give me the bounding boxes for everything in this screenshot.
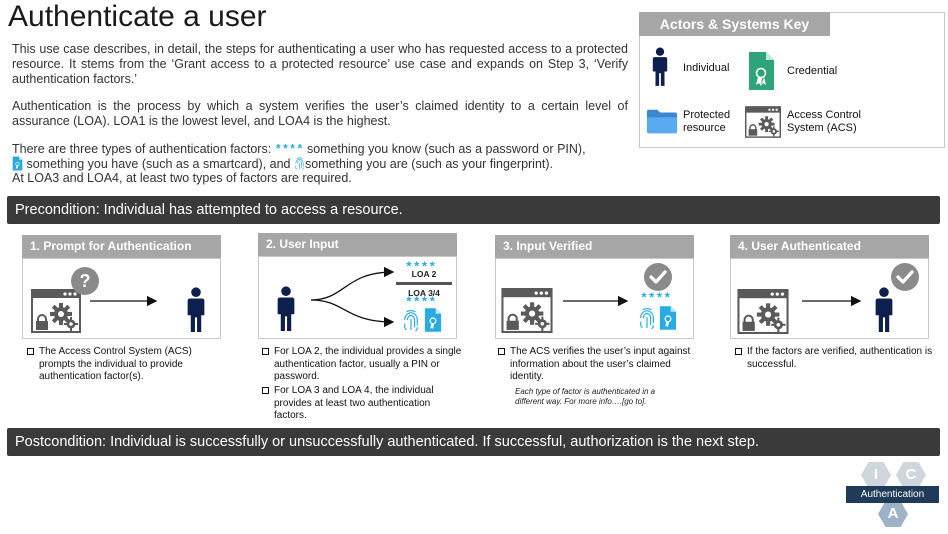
acs-icon [737, 289, 789, 334]
checkmark-icon [890, 262, 920, 292]
badge-hex-i: I [861, 462, 891, 488]
key-label-protected-resource: Protected resource [683, 109, 731, 134]
loa-2-label: LOA 2 [411, 269, 437, 279]
step-4-header: 4. User Authenticated [730, 235, 929, 258]
authentication-badge-label[interactable]: Authentication [846, 486, 939, 503]
individual-icon [185, 287, 207, 333]
page-title: Authenticate a user [8, 0, 267, 33]
user-input-split-arrows [310, 266, 395, 328]
smartcard-icon [659, 305, 677, 331]
factor-have-text: something you have (such as a smartcard)… [26, 157, 294, 171]
step-2-bullet-1: For LOA 2, the individual provides a sin… [262, 346, 472, 384]
step-2-bullet-2: For LOA 3 and LOA 4, the individual prov… [262, 385, 457, 423]
fingerprint-icon [638, 305, 656, 331]
factors-line-2: something you have (such as a smartcard)… [12, 156, 553, 172]
factors-line-1: There are three types of authentication … [12, 142, 586, 158]
individual-icon [873, 287, 895, 333]
password-stars-icon: **** [640, 291, 672, 306]
verify-arrow [563, 295, 629, 307]
password-stars-icon: **** [405, 260, 437, 275]
step-3-diagram [495, 258, 694, 339]
factors-prefix: There are three types of authentication … [12, 142, 275, 156]
checkmark-icon [643, 262, 673, 292]
step-1-header: 1. Prompt for Authentication [22, 235, 221, 258]
badge-hex-a: A [878, 501, 908, 527]
fingerprint-icon [294, 156, 305, 171]
intro-paragraph-1: This use case describes, in detail, the … [12, 42, 628, 86]
individual-icon [275, 286, 297, 332]
precondition-banner: Precondition: Individual has attempted t… [7, 196, 940, 224]
smartcard-icon [424, 307, 442, 333]
key-label-individual: Individual [683, 62, 730, 74]
credential-icon [747, 51, 775, 91]
password-stars-icon: **** [274, 143, 304, 157]
intro-paragraph-4: At LOA3 and LOA4, at least two types of … [12, 171, 352, 185]
step-3-header: 3. Input Verified [495, 235, 694, 258]
step-4-bullet-text: If the factors are verified, authenticat… [747, 346, 933, 370]
step-2-diagram [258, 256, 457, 339]
factor-are-text: something you are (such as your fingerpr… [304, 157, 554, 171]
fingerprint-icon [402, 307, 420, 333]
step-1-diagram [22, 258, 221, 339]
authenticated-arrow [802, 295, 862, 307]
step-2-bullet-1-text: For LOA 2, the individual provides a sin… [274, 346, 462, 382]
step-3-note: Each type of factor is authenticated in … [515, 387, 656, 406]
postcondition-banner: Postcondition: Individual is successfull… [7, 428, 940, 456]
loa-3-4-label: LOA 3/4 [408, 288, 440, 298]
prompt-arrow [90, 295, 158, 307]
key-label-credential: Credential [787, 65, 838, 77]
actors-key-title: Actors & Systems Key [639, 12, 830, 36]
password-stars-icon: **** [405, 295, 437, 310]
acs-icon [745, 106, 781, 138]
factor-know-text: something you know (such as a password o… [303, 142, 586, 156]
step-1-bullet: The Access Control System (ACS) prompts … [27, 346, 222, 384]
intro-paragraph-2: Authentication is the process by which a… [12, 99, 628, 128]
step-2-bullet-2-text: For LOA 3 and LOA 4, the individual prov… [274, 385, 434, 421]
loa-divider [396, 282, 452, 285]
step-1-bullet-text: The Access Control System (ACS) prompts … [39, 346, 192, 382]
smartcard-icon [12, 156, 23, 171]
step-4-diagram [730, 258, 929, 339]
question-mark-icon [70, 266, 100, 296]
individual-icon [651, 46, 669, 88]
acs-icon [501, 288, 553, 333]
step-3-bullet-text: The ACS verifies the user’s input agains… [510, 346, 691, 382]
protected-resource-folder-icon [646, 108, 678, 134]
step-4-bullet: If the factors are verified, authenticat… [735, 346, 935, 371]
key-label-acs: Access Control System (ACS) [787, 109, 861, 134]
badge-hex-c: C [896, 462, 926, 488]
step-2-header: 2. User Input [258, 233, 457, 256]
step-3-bullet: The ACS verifies the user’s input agains… [498, 346, 694, 384]
